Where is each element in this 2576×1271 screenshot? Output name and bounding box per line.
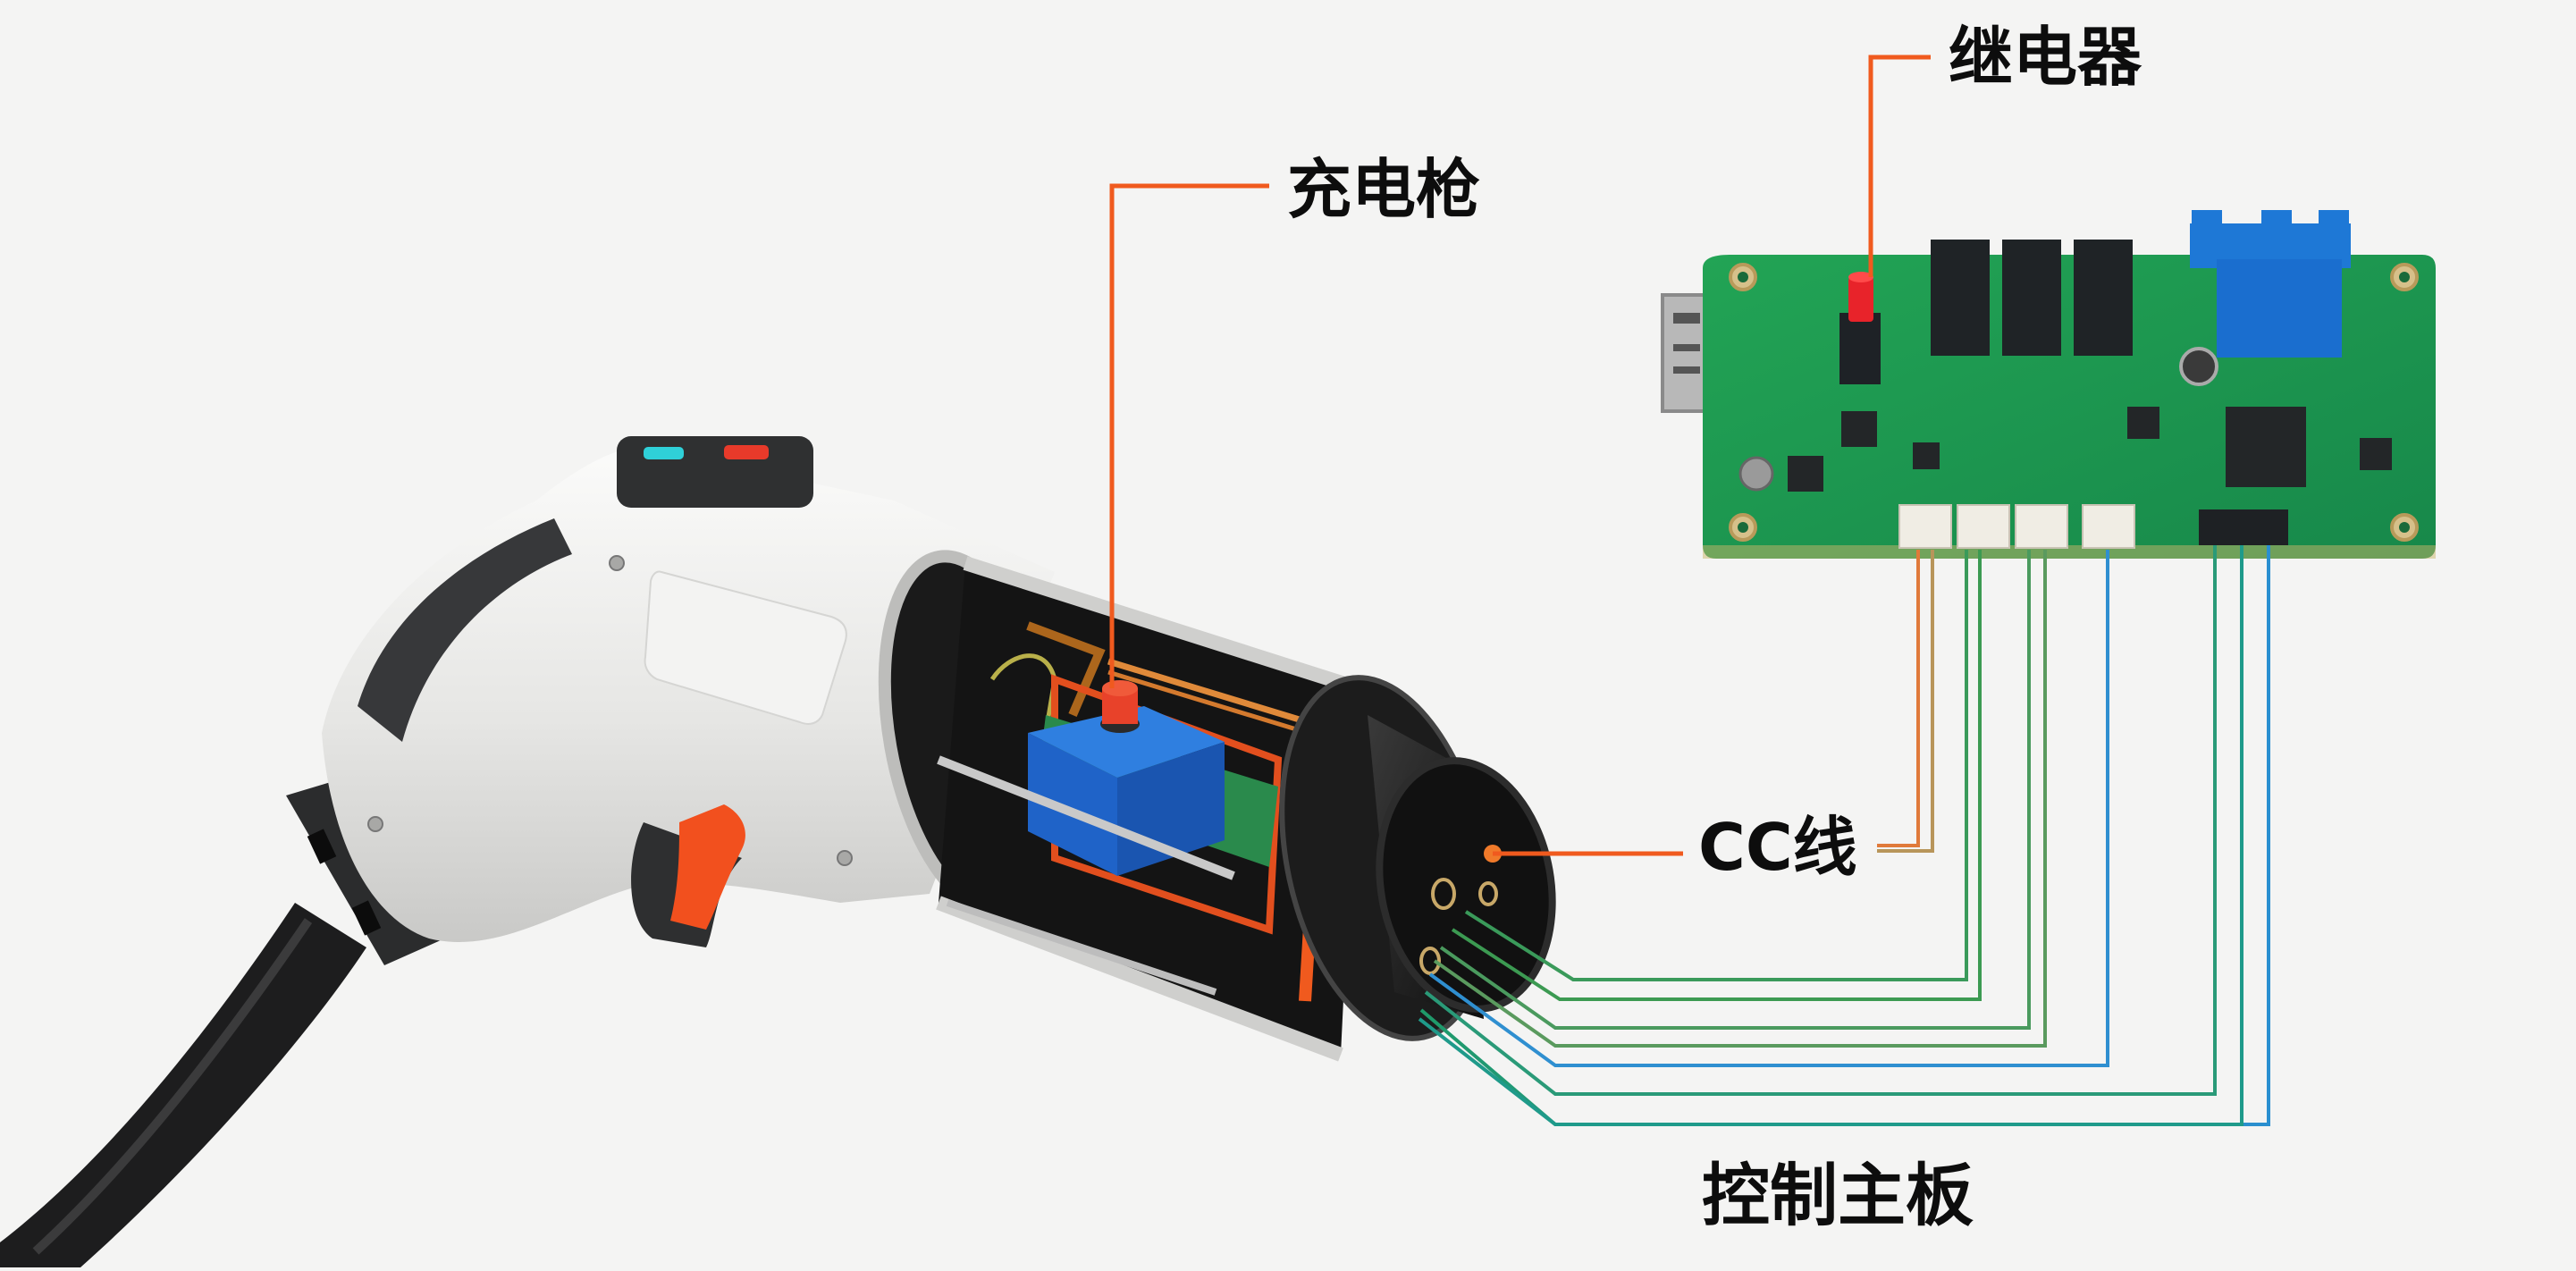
charging-gun — [286, 436, 1556, 1062]
label-cc-line: CC线 — [1698, 810, 1857, 885]
pin-header — [2199, 509, 2288, 545]
label-charging-gun: 充电枪 — [1287, 152, 1481, 227]
connector-3 — [2015, 504, 2068, 549]
charging-cable — [0, 903, 366, 1267]
control-board — [1661, 210, 2436, 559]
relay-button — [1848, 277, 1873, 322]
connector-4 — [2082, 504, 2135, 549]
signal-wires — [1418, 545, 2270, 1126]
relay-1 — [1931, 240, 1990, 356]
leader-lines — [1109, 55, 1931, 856]
label-relay: 继电器 — [1949, 20, 2142, 95]
leader-line-relay — [1868, 55, 1931, 277]
mcu-chip — [2226, 407, 2306, 487]
connector-1 — [1898, 504, 1952, 549]
relay-3 — [2074, 240, 2133, 356]
connector-2 — [1957, 504, 2010, 549]
label-control-board: 控制主板 — [1702, 1156, 1974, 1235]
leader-line-charging-gun — [1109, 183, 1269, 688]
relay-2 — [2002, 240, 2061, 356]
